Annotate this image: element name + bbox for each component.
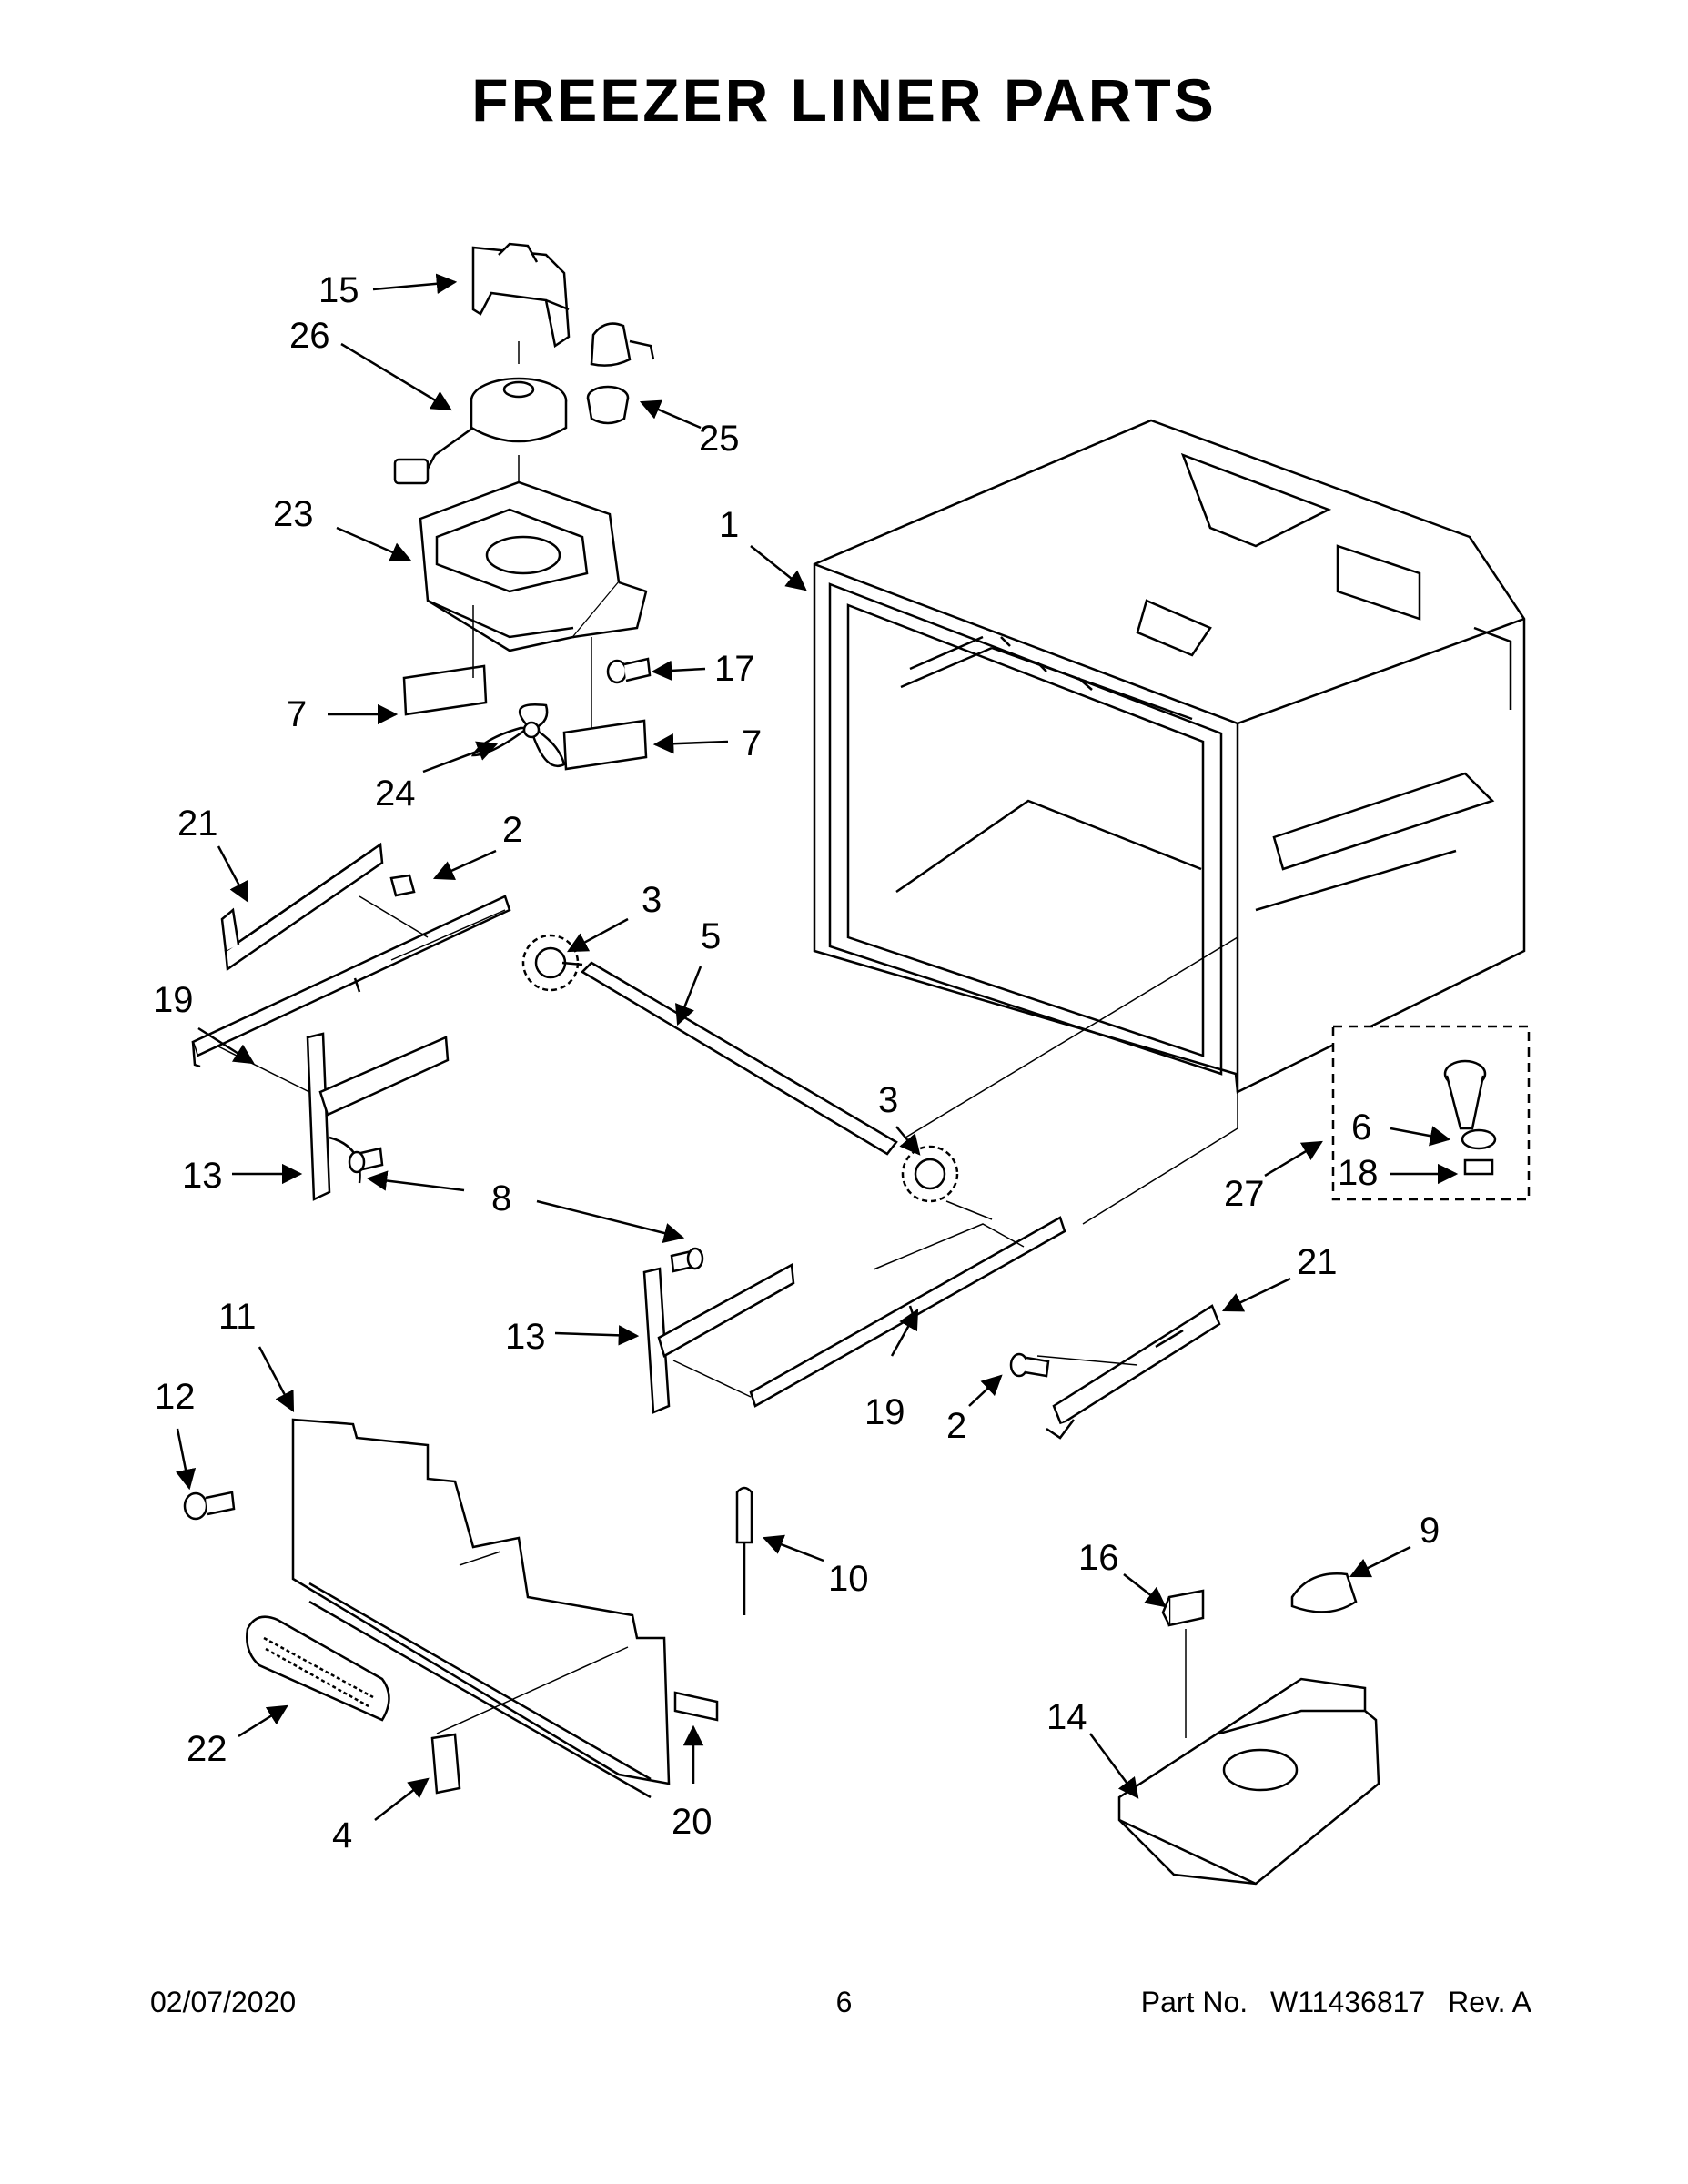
callout-7-left: 7 (287, 694, 307, 734)
callout-21-right: 21 (1297, 1242, 1338, 1282)
callout-16: 16 (1078, 1538, 1119, 1578)
footer-part-label: Part No. (1140, 1986, 1248, 2018)
callout-24: 24 (375, 774, 416, 814)
callout-10: 10 (828, 1559, 869, 1599)
callout-26: 26 (289, 316, 330, 356)
part-17-screw (606, 657, 652, 684)
footer-revision: Rev. A (1448, 1986, 1531, 2018)
part-2-screw-right (1009, 1352, 1050, 1378)
callout-3-lower: 3 (878, 1080, 898, 1120)
callout-11: 11 (218, 1297, 257, 1337)
part-24-fan-blade (470, 703, 566, 767)
callout-6: 6 (1351, 1107, 1371, 1148)
callout-22: 22 (187, 1729, 227, 1769)
part-16-connector (1161, 1589, 1205, 1627)
part-10-sensor (735, 1486, 753, 1615)
callout-19-left: 19 (153, 980, 194, 1020)
callout-20: 20 (672, 1802, 713, 1842)
part-8-screws (348, 1147, 704, 1273)
callout-arrows (175, 273, 1459, 1821)
assembly-leader-lines (217, 341, 1238, 1738)
callout-2-lower: 2 (946, 1406, 966, 1446)
callout-1: 1 (719, 505, 739, 545)
callout-15: 15 (318, 270, 359, 310)
part-25-cap (586, 322, 655, 425)
footer-date: 02/07/2020 (150, 1986, 297, 2018)
callout-8: 8 (491, 1178, 511, 1218)
part-21-rail-left (220, 842, 416, 972)
part-23-housing (419, 480, 648, 652)
part-5-rod (580, 961, 898, 1156)
callout-18: 18 (1338, 1153, 1379, 1193)
part-15-bracket (471, 242, 571, 349)
callout-27: 27 (1224, 1174, 1265, 1214)
callout-labels: 1 2 2 3 3 4 5 6 7 7 8 9 10 11 12 13 13 1… (153, 270, 1440, 1855)
callout-25: 25 (699, 419, 740, 459)
callout-7-right: 7 (742, 723, 762, 763)
part-11-panel (291, 1418, 671, 1799)
page-title: FREEZER LINER PARTS (471, 66, 1217, 134)
callout-3-upper: 3 (642, 880, 662, 920)
part-3-gear-right (901, 1145, 959, 1203)
callout-12: 12 (155, 1377, 196, 1417)
part-26-motor (393, 377, 568, 485)
callout-5: 5 (701, 916, 721, 956)
footer-part-info: Part No. W11436817 Rev. A (1141, 1986, 1531, 2019)
part-27-kit (1331, 1025, 1531, 1201)
callout-9: 9 (1420, 1511, 1440, 1551)
callout-13-right: 13 (505, 1317, 546, 1357)
part-21-rail-right (1046, 1304, 1221, 1440)
part-20-strip (673, 1691, 719, 1722)
part-19-rail-left (191, 895, 511, 1068)
part-3-gear-left (521, 934, 583, 992)
part-19-rail-right (749, 1216, 1066, 1408)
part-13-bracket-right (642, 1262, 795, 1414)
part-12-screw (183, 1491, 236, 1521)
part-14-tray (1117, 1677, 1380, 1886)
callout-19-right: 19 (864, 1392, 905, 1432)
callout-21-left: 21 (177, 804, 218, 844)
part-liner (813, 419, 1526, 1094)
footer-page-number: 6 (835, 1986, 853, 2018)
footer-part-number: W11436817 (1270, 1986, 1426, 2018)
callout-23: 23 (273, 494, 314, 534)
callout-14: 14 (1046, 1697, 1087, 1737)
callout-17: 17 (714, 649, 755, 689)
part-7-pads (402, 664, 648, 771)
part-9-cap (1290, 1572, 1358, 1613)
callout-13-left: 13 (182, 1156, 223, 1196)
part-4-clip (430, 1733, 461, 1795)
callout-2-upper: 2 (502, 810, 522, 850)
part-22-grille (246, 1615, 390, 1722)
callout-4: 4 (332, 1815, 352, 1855)
part-13-bracket-left (306, 1032, 450, 1201)
